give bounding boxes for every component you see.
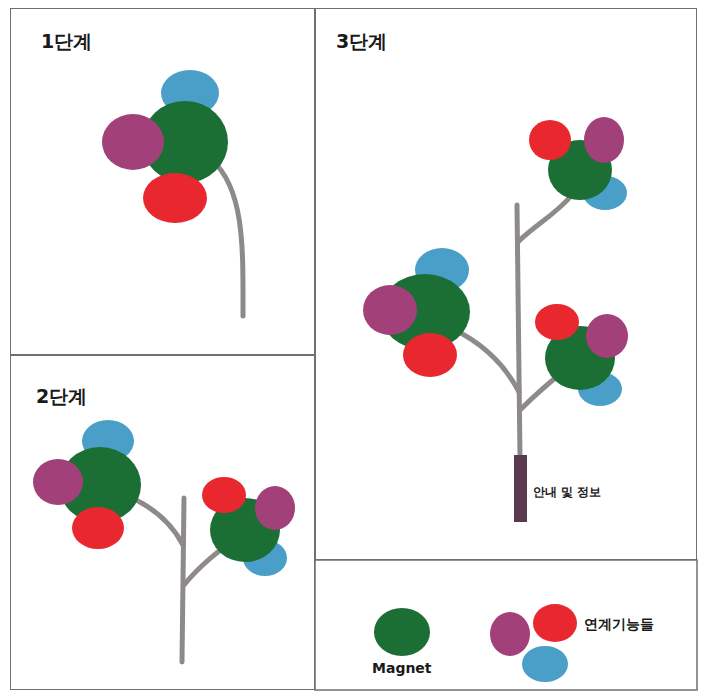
stage-panel: 1단계 [10, 8, 315, 355]
legend-text: Magnet [372, 660, 432, 676]
info-bar [514, 455, 527, 522]
stage3-tree [363, 117, 628, 522]
stage-heading: 1단계 [41, 29, 92, 55]
stage-panel: 2단계 [10, 355, 315, 690]
legend-text: 연계기능들 [584, 616, 654, 634]
stage1-tree [102, 70, 243, 316]
stage2-tree [33, 420, 295, 662]
stage-panel: 3단계 [315, 8, 697, 560]
linked-functions-sample [490, 604, 577, 682]
legend-swatch [374, 608, 430, 656]
stage-heading: 2단계 [36, 384, 87, 410]
stage-heading: 3단계 [336, 29, 387, 55]
info-label: 안내 및 정보 [533, 484, 601, 501]
legend-frame [315, 560, 697, 690]
